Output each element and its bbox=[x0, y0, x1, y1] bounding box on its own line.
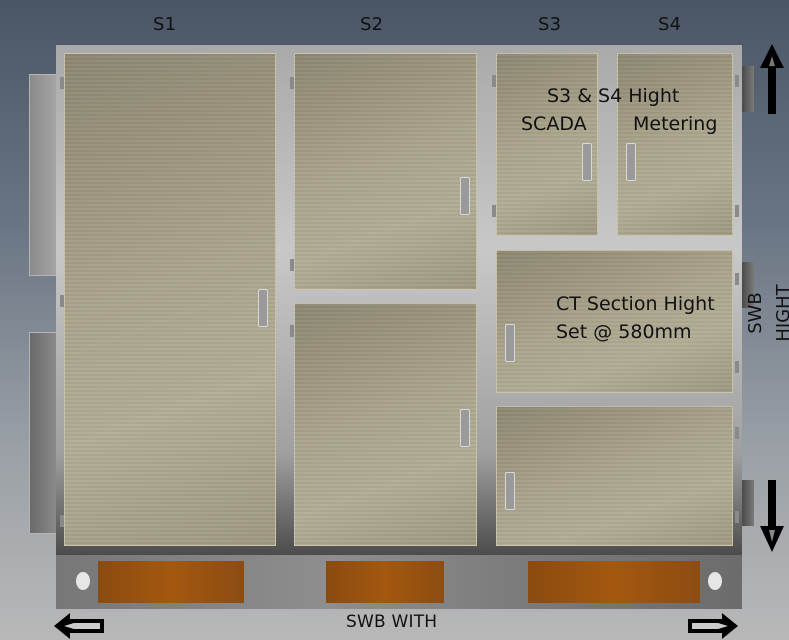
section-label-s2: S2 bbox=[360, 14, 384, 35]
annotation-swb-height: SWB HIGHT bbox=[745, 284, 789, 342]
switchboard-frame bbox=[56, 45, 742, 555]
right-arrow-icon bbox=[688, 613, 738, 639]
hinge bbox=[492, 75, 496, 87]
side-box-right-bottom bbox=[742, 480, 754, 526]
plinth bbox=[56, 555, 742, 609]
hinge bbox=[60, 77, 64, 89]
door-handle[interactable] bbox=[505, 472, 515, 510]
mounting-hole bbox=[76, 572, 90, 590]
gland-plate-2 bbox=[326, 561, 444, 603]
annotation-ct-section-line1: CT Section Hight bbox=[556, 293, 715, 315]
gland-plate-3 bbox=[528, 561, 700, 603]
section-label-s1: S1 bbox=[153, 14, 177, 35]
door-handle[interactable] bbox=[582, 143, 592, 181]
hinge bbox=[492, 205, 496, 217]
door-s2-upper[interactable] bbox=[294, 53, 477, 290]
door-s1[interactable] bbox=[64, 53, 276, 546]
hinge bbox=[735, 427, 739, 439]
hinge bbox=[735, 75, 739, 87]
hinge bbox=[735, 205, 739, 217]
door-handle[interactable] bbox=[258, 289, 268, 327]
gland-plate-1 bbox=[98, 561, 244, 603]
door-s2-lower[interactable] bbox=[294, 303, 477, 546]
door-handle[interactable] bbox=[626, 143, 636, 181]
hinge bbox=[60, 295, 64, 307]
side-box-right-top bbox=[742, 66, 754, 112]
annotation-scada: SCADA bbox=[521, 113, 587, 135]
side-cable-box-lower bbox=[29, 332, 57, 534]
door-handle[interactable] bbox=[460, 409, 470, 447]
door-handle[interactable] bbox=[460, 177, 470, 215]
hinge bbox=[735, 511, 739, 523]
hinge bbox=[735, 273, 739, 285]
hinge bbox=[735, 361, 739, 373]
door-s4-metering[interactable] bbox=[617, 53, 733, 236]
hinge bbox=[290, 77, 294, 89]
section-label-s3: S3 bbox=[538, 14, 562, 35]
hinge bbox=[60, 515, 64, 527]
down-arrow-icon bbox=[760, 480, 784, 552]
door-s3-scada[interactable] bbox=[496, 53, 598, 236]
annotation-ct-section-line2: Set @ 580mm bbox=[556, 321, 692, 343]
up-arrow-icon bbox=[760, 44, 784, 114]
door-handle[interactable] bbox=[505, 324, 515, 362]
annotation-swb-width: SWB WITH bbox=[346, 612, 438, 632]
side-cable-box-upper bbox=[29, 74, 57, 276]
hinge bbox=[290, 325, 294, 337]
annotation-s3-s4-height: S3 & S4 Hight bbox=[547, 85, 680, 107]
annotation-metering: Metering bbox=[633, 113, 718, 135]
section-label-s4: S4 bbox=[658, 14, 682, 35]
door-ct-section[interactable] bbox=[496, 250, 733, 393]
left-arrow-icon bbox=[54, 613, 104, 639]
hinge bbox=[290, 259, 294, 271]
mounting-hole bbox=[708, 572, 722, 590]
door-s3-s4-lower[interactable] bbox=[496, 406, 733, 546]
side-box-right-mid bbox=[742, 262, 754, 308]
